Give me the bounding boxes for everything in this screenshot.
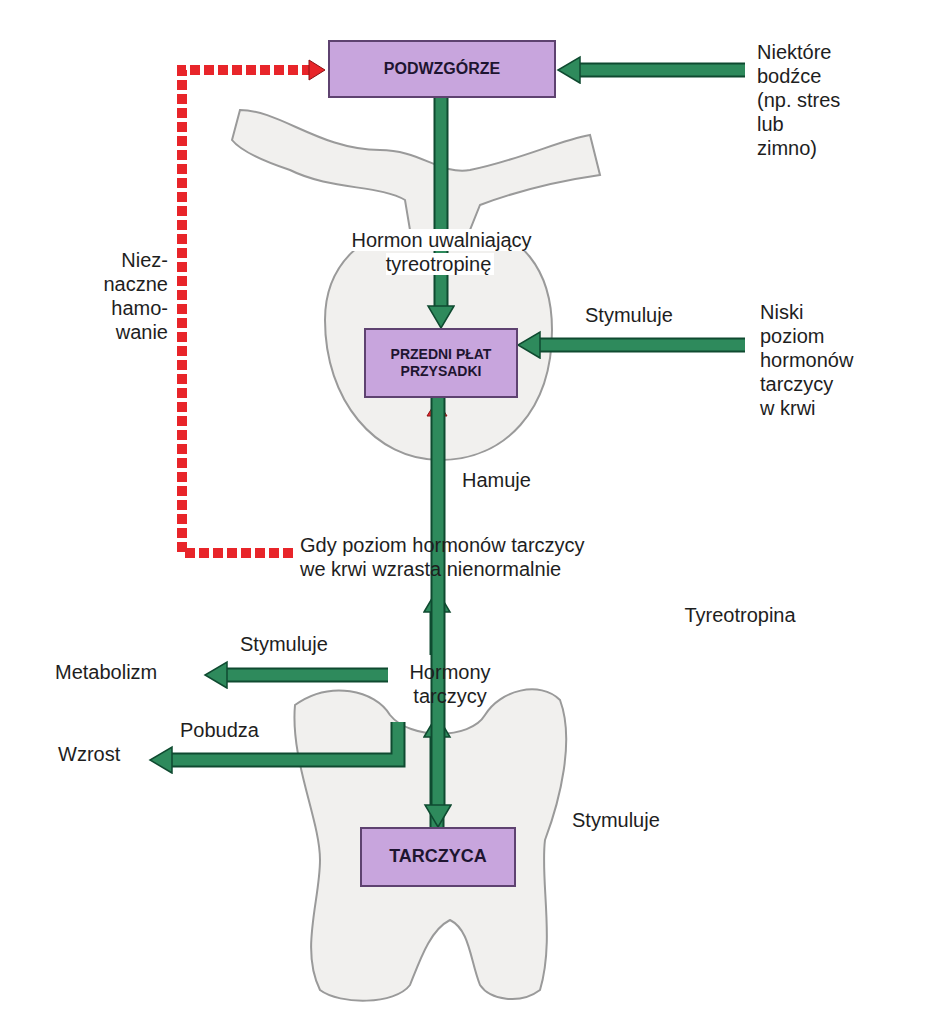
pituitary-gland <box>232 110 600 460</box>
low-level-arrow <box>537 340 745 351</box>
arrow-group <box>169 70 745 828</box>
organ-name: TARCZYCA <box>389 846 487 868</box>
edge-label: Tyreotropina <box>681 604 798 626</box>
arrow-body <box>433 398 444 808</box>
arrow-body <box>436 98 447 309</box>
label-box: Niez- naczne hamo- wanie <box>88 248 168 344</box>
feedback-group <box>182 70 437 553</box>
organ-box: PRZEDNI PŁAT PRZYSADKI <box>364 328 518 398</box>
arrow-outline <box>577 63 745 78</box>
label-box: Stymuluje <box>240 632 370 656</box>
annotation: Niski poziom hormonów tarczycy w krwi <box>760 301 853 419</box>
thyroid-gland <box>294 689 566 1000</box>
edge-label-box: Tyreotropina <box>660 603 820 627</box>
metabolism-arrow <box>224 670 388 681</box>
organ-box: PODWZGÓRZE <box>328 40 556 98</box>
label-box: Niski poziom hormonów tarczycy w krwi <box>760 300 852 420</box>
label-box: Niektóre bodźce (np. stres lub zimno) <box>757 40 849 160</box>
hormone-connector <box>438 398 439 808</box>
annotation: Stymuluje <box>572 809 660 831</box>
arrow-outline <box>431 398 446 808</box>
annotation: Stymuluje <box>585 304 673 326</box>
edge-label: Hormon uwalniający tyreotropinę <box>348 229 531 275</box>
label-box: Gdy poziom hormonów tarczycy we krwi wzr… <box>300 533 605 581</box>
annotation: Metabolizm <box>55 661 157 683</box>
annotation: Gdy poziom hormonów tarczycy we krwi wzr… <box>300 534 585 580</box>
arrow-outline <box>537 338 745 353</box>
hormone-connector <box>441 98 442 309</box>
arrow-outline <box>224 668 388 683</box>
annotation: Wzrost <box>58 743 120 765</box>
annotation: Hamuje <box>462 469 531 491</box>
annotation: Niez- naczne hamo- wanie <box>104 249 169 343</box>
annotation: Niektóre bodźce (np. stres lub zimno) <box>757 41 840 159</box>
label-box: Wzrost <box>58 742 158 766</box>
label-box: Hormony tarczycy <box>400 660 500 708</box>
arrow-outline <box>434 98 449 309</box>
feedback-arrow <box>182 70 311 553</box>
annotation: Pobudza <box>180 719 259 741</box>
edge-label-box: Hormon uwalniający tyreotropinę <box>335 228 545 276</box>
organ-name: PODWZGÓRZE <box>384 59 500 78</box>
label-box: Stymuluje <box>572 808 702 832</box>
label-box: Hamuje <box>462 468 562 492</box>
annotation: Stymuluje <box>240 633 328 655</box>
label-box: Stymuluje <box>585 303 715 327</box>
organ-box: TARCZYCA <box>360 827 516 887</box>
stimulus-arrow <box>577 65 745 76</box>
label-box: Metabolizm <box>55 660 195 684</box>
annotation: Hormony tarczycy <box>409 661 490 707</box>
organ-name: PRZEDNI PŁAT PRZYSADKI <box>374 346 508 380</box>
label-box: Pobudza <box>180 718 290 742</box>
